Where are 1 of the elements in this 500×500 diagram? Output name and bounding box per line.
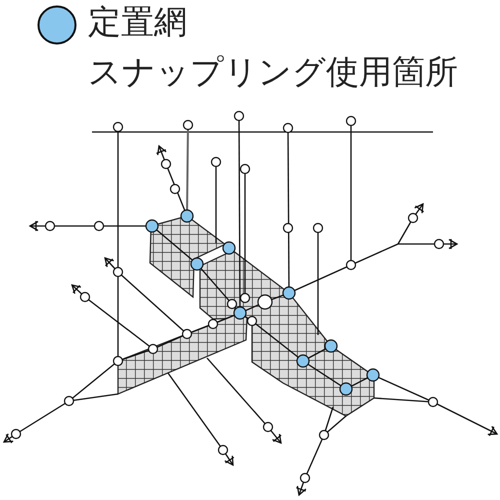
legend-label: 定置網スナップリング使用箇所 bbox=[88, 1, 459, 93]
